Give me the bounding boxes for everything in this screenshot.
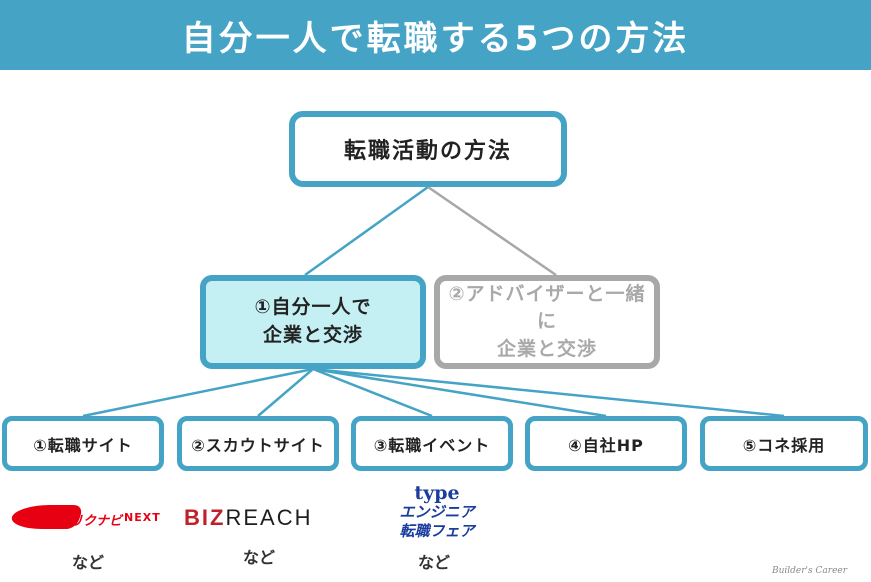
channel-node-job-site: ①転職サイト (2, 416, 164, 471)
connector-method-1-to-channel-4 (312, 367, 607, 418)
channel-node-label: ④自社HP (568, 435, 644, 455)
channel-node-label: ⑤コネ採用 (742, 435, 826, 455)
connector-root-to-method-1 (304, 185, 429, 277)
channel-node-label: ②スカウトサイト (191, 435, 325, 455)
connector-method-1-to-channel-1 (82, 367, 314, 418)
root-node-label: 転職活動の方法 (343, 139, 512, 164)
channel-node-label: ①転職サイト (33, 435, 133, 455)
channel-node-scout-site: ②スカウトサイト (177, 416, 339, 471)
method-node-self-line1: ①自分一人で (254, 296, 372, 319)
bizreach-logo: BIZREACH (184, 505, 344, 535)
root-node: 転職活動の方法 (289, 111, 567, 187)
type-logo-line2: エンジニア (399, 503, 475, 521)
header-banner: 自分一人で転職する5つの方法 (0, 0, 871, 70)
rikunabi-logo-text: リクナビ (70, 514, 123, 529)
type-engineer-fair-logo: type エンジニア 転職フェア (385, 483, 489, 545)
channel-node-career-event: ③転職イベント (351, 416, 513, 471)
method-node-self-line2: 企業と交渉 (262, 324, 363, 346)
example-suffix: など (72, 553, 105, 572)
type-logo-word: type (414, 482, 460, 504)
method-node-advisor-line1: ②アドバイザーと一緒に (448, 282, 646, 333)
rikunabi-logo-suffix: NEXT (124, 511, 161, 524)
type-logo-line3: 転職フェア (399, 522, 475, 540)
channel-node-referral: ⑤コネ採用 (700, 416, 868, 471)
channel-node-company-hp: ④自社HP (525, 416, 687, 471)
channel-node-label: ③転職イベント (373, 435, 491, 455)
page-title: 自分一人で転職する5つの方法 (181, 18, 690, 59)
connector-method-1-to-channel-3 (312, 367, 433, 418)
method-node-self: ①自分一人で 企業と交渉 (200, 275, 426, 369)
bizreach-logo-reach: REACH (225, 505, 313, 530)
method-node-advisor-line2: 企業と交渉 (496, 337, 597, 360)
connector-method-1-to-channel-5 (312, 367, 785, 418)
connector-root-to-method-2 (427, 185, 557, 277)
bizreach-logo-biz: BIZ (184, 505, 226, 530)
method-node-advisor: ②アドバイザーと一緒に 企業と交渉 (434, 275, 660, 369)
rikunabi-next-logo: リクナビ NEXT (8, 503, 162, 533)
example-suffix: など (418, 553, 451, 572)
example-suffix: など (243, 548, 276, 567)
connector-method-1-to-channel-2 (257, 368, 314, 417)
credit-signature: Builder's Career (772, 566, 848, 576)
